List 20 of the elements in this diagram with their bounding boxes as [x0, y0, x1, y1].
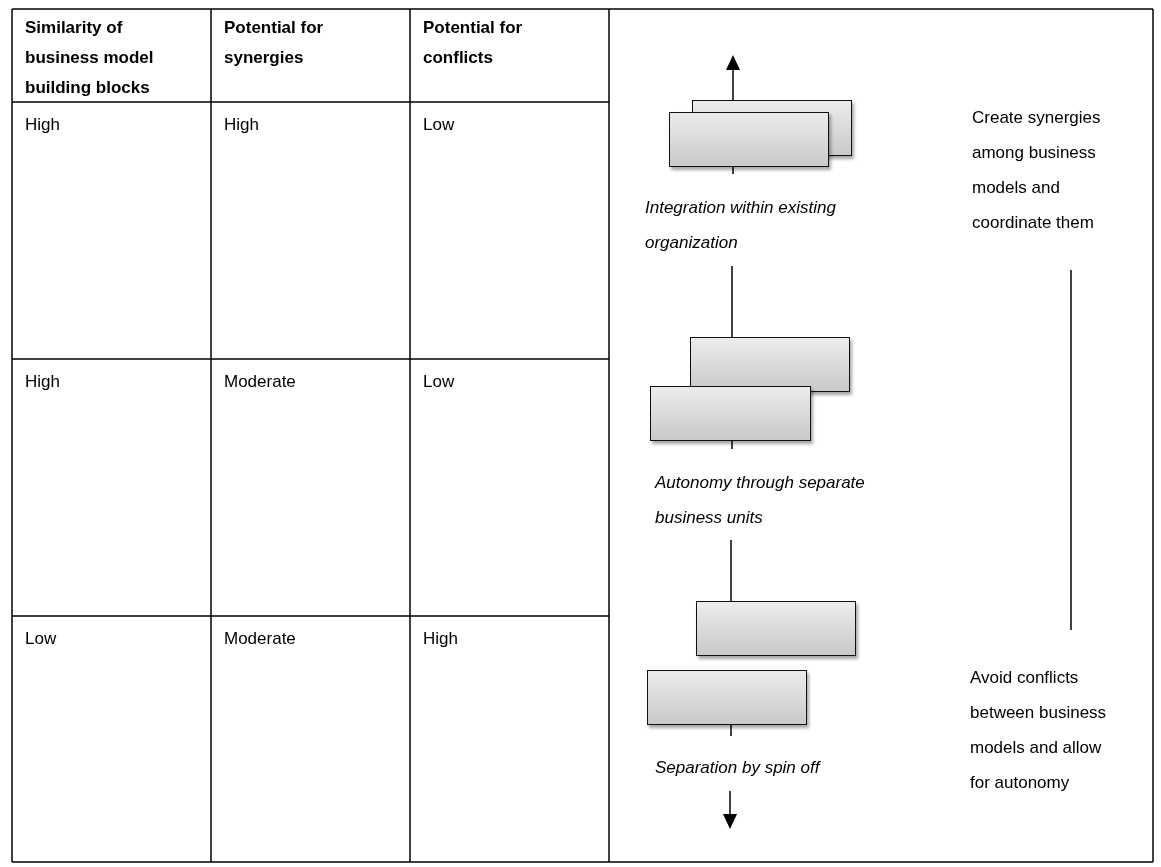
cell-text: Low: [25, 628, 58, 650]
side-note: Avoid conflicts between business models and allow for autonomy: [970, 667, 1108, 794]
stacked-boxes-drawing: [647, 601, 856, 725]
node-label: Autonomy through separate business units: [655, 472, 866, 529]
cell-text: Moderate: [224, 371, 297, 393]
cell-text: High: [25, 371, 61, 393]
cell-text: High: [423, 628, 459, 650]
node-label: Integration within existing organization: [645, 197, 837, 254]
stacked-boxes-drawing: [650, 337, 850, 441]
side-note: Create synergies among business models and coordinate them: [972, 107, 1102, 234]
cell-text: Low: [423, 114, 456, 136]
cell-text: Low: [423, 371, 456, 393]
column-header: Potential for synergies: [224, 17, 325, 69]
column-header: Potential for conflicts: [423, 17, 524, 69]
cell-text: High: [224, 114, 260, 136]
cell-text: High: [25, 114, 61, 136]
cell-text: Moderate: [224, 628, 297, 650]
column-header: Similarity of business model building blocks: [25, 17, 155, 99]
node-label: Separation by spin off: [655, 757, 822, 779]
stacked-boxes-drawing: [669, 100, 852, 167]
